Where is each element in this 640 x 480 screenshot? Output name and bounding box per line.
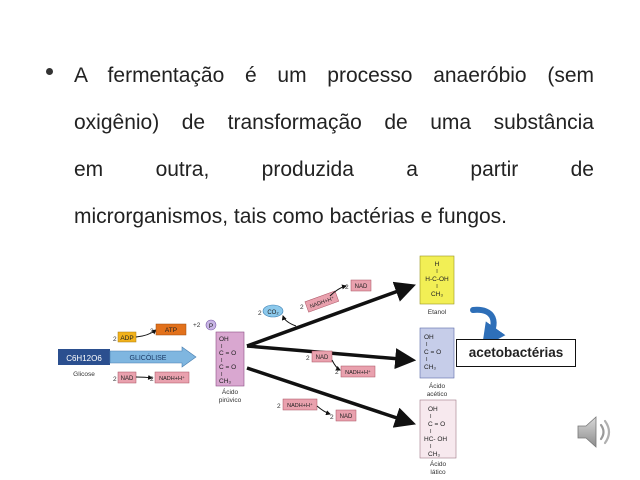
acetico-label-2: acético	[427, 391, 448, 398]
nad-coef-bot: 2	[330, 414, 334, 421]
glicose-formula: C6H12O6	[66, 354, 102, 363]
bullet-line-2: oxigênio) de transformação de uma substâ…	[74, 111, 594, 134]
glicose-label: Glicose	[73, 371, 95, 378]
acetobacterias-label: acetobactérias	[456, 339, 576, 367]
nad-label-bot: NAD	[340, 414, 353, 420]
adp-atp-arrow	[135, 329, 157, 338]
etanol-line-5: CH₃	[431, 291, 443, 298]
co2-ellipse	[262, 304, 284, 318]
etanol-label: Etanol	[428, 309, 447, 316]
co2-label: CO₂	[267, 310, 279, 316]
atp-box	[155, 323, 187, 336]
acetico-line-2: I	[426, 342, 428, 348]
etanol-line-1: H	[435, 261, 440, 268]
piruvico-box	[215, 331, 245, 387]
acetico-line-5: CH₃	[424, 364, 436, 371]
latico-line-5: HC- OH	[424, 436, 447, 443]
nad-label-top: NAD	[355, 284, 368, 290]
piruvico-line-3: C = O	[219, 350, 236, 357]
atp-coef: 2	[150, 328, 154, 335]
latico-line-3: C = O	[428, 421, 445, 428]
latico-line-4: I	[430, 429, 432, 435]
nad-coef-1: 2	[113, 376, 117, 383]
latico-line-1: OH	[428, 406, 438, 413]
piruvico-line-7: CH₃	[219, 378, 231, 385]
acetico-line-1: OH	[424, 334, 434, 341]
nadh-label-mid: NADH+H⁺	[345, 369, 371, 376]
nadh-nad-arrow-bot	[316, 405, 331, 416]
etanol-box	[419, 255, 455, 305]
atp-label: ATP	[165, 327, 177, 334]
arrow-to-latico	[246, 366, 416, 428]
nad-nadh-arrow-1	[135, 374, 153, 380]
bullet-line-4: microrganismos, tais como bactérias e fu…	[74, 205, 508, 228]
piruvico-label-2: pirúvico	[219, 397, 242, 404]
etanol-line-2: I	[436, 269, 438, 275]
nadh-box-bot	[282, 398, 318, 411]
speaker-icon[interactable]	[574, 410, 618, 454]
nad-box-mid	[311, 350, 333, 363]
piruvico-line-5: C = O	[219, 364, 236, 371]
etanol-line-3: H-C-OH	[425, 276, 449, 283]
nad-coef-mid: 2	[306, 355, 310, 362]
adp-coef: 2	[113, 336, 117, 343]
acetico-line-4: I	[426, 357, 428, 363]
nadh-box-1	[154, 371, 190, 384]
plus2-label: +2	[193, 322, 201, 329]
piruvico-line-4: I	[221, 358, 223, 364]
bullet-dot-icon	[46, 68, 53, 75]
phosphate-label: P	[209, 323, 213, 330]
latico-label-1: Ácido	[430, 459, 447, 468]
arrow-to-etanol	[246, 281, 416, 348]
latico-line-7: CH₃	[428, 451, 440, 458]
acetobacteria-curved-arrow	[470, 306, 506, 348]
acetico-label-1: Ácido	[429, 381, 446, 390]
co2-arrow	[281, 315, 297, 327]
latico-label-2: lático	[430, 469, 446, 476]
nadh-label-1: NADH+H⁺	[159, 375, 185, 382]
glicolise-label: GLICÓLISE	[130, 353, 167, 362]
etanol-line-4: I	[436, 284, 438, 290]
bullet-line-1: A fermentação é um processo anaeróbio (s…	[74, 64, 594, 87]
nadh-box-top: NADH+H⁺	[304, 290, 340, 313]
glicolise-arrow	[109, 346, 197, 368]
nadh-coef-mid: 2	[335, 369, 339, 376]
nadh-coef-1: 2	[150, 376, 154, 383]
bullet-line-3: em outra, produzida a partir de	[74, 158, 594, 181]
nad-coef-top: 2	[345, 284, 349, 291]
nadh-box-mid	[340, 365, 376, 378]
piruvico-line-1: OH	[219, 336, 229, 343]
nad-nadh-arrow-mid	[331, 359, 341, 371]
acetico-line-3: C = O	[424, 349, 441, 356]
latico-line-2: I	[430, 414, 432, 420]
piruvico-line-6: I	[221, 372, 223, 378]
piruvico-line-2: I	[221, 344, 223, 350]
adp-label: ADP	[120, 335, 133, 342]
nad-box-top	[350, 279, 372, 292]
co2-coef: 2	[258, 310, 262, 317]
glicose-box	[58, 349, 110, 365]
nadh-coef-top: 2	[300, 304, 304, 311]
latico-box	[419, 399, 457, 459]
piruvico-label-1: Ácido	[222, 387, 239, 396]
acetico-box	[419, 327, 455, 379]
phosphate-circle	[205, 319, 217, 331]
nad-label-1: NAD	[121, 376, 134, 382]
nadh-nad-arrow-top	[329, 284, 347, 297]
latico-line-6: I	[430, 444, 432, 450]
nad-label-mid: NAD	[316, 355, 329, 361]
nadh-label-bot: NADH+H⁺	[287, 402, 313, 409]
nadh-coef-bot: 2	[277, 403, 281, 410]
nad-box-bot	[335, 409, 357, 422]
